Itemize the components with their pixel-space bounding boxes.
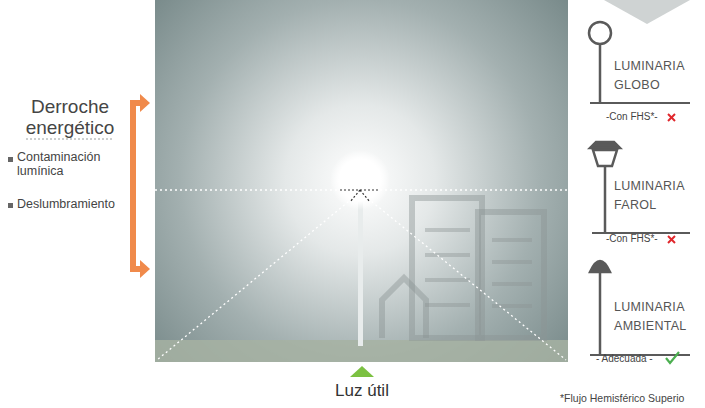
luminaire-name: LUMINARIA FAROL [614,177,684,216]
green-triangle [350,366,374,377]
status-note: -Con FHS*- [606,111,670,122]
building-windows [425,230,532,306]
panel-tab [604,0,690,24]
footnote: *Flujo Hemisférico Superio [560,393,705,405]
luminaire-name: LUMINARIA AMBIENTAL [614,298,694,337]
lantern-luminaire [590,142,690,233]
heading-label: Derroche energético [6,96,134,139]
globe-luminaire [589,22,690,103]
bullet [8,203,13,208]
status-note: -Con FHS*- [606,233,670,244]
title-underline [26,139,112,140]
bullet [8,157,13,162]
lamp-globe [340,160,380,200]
red-cross [668,236,675,243]
light-lines [155,190,568,360]
status-note: - Adecuada - [596,353,666,364]
bullet-text: Deslumbramiento [17,197,127,211]
lamp-cone [340,190,380,202]
luminaire-name: LUMINARIA GLOBO [614,57,684,96]
buildings [382,198,544,338]
red-cross [668,114,675,121]
lamp-pole [358,196,363,346]
lamp-glow [330,150,390,210]
bullet-text: Contaminación lumínica [17,150,117,178]
orange-bracket [130,94,150,278]
night-sky [155,0,568,362]
useful-light-label: Luz útil [302,381,422,400]
green-check [666,352,679,363]
